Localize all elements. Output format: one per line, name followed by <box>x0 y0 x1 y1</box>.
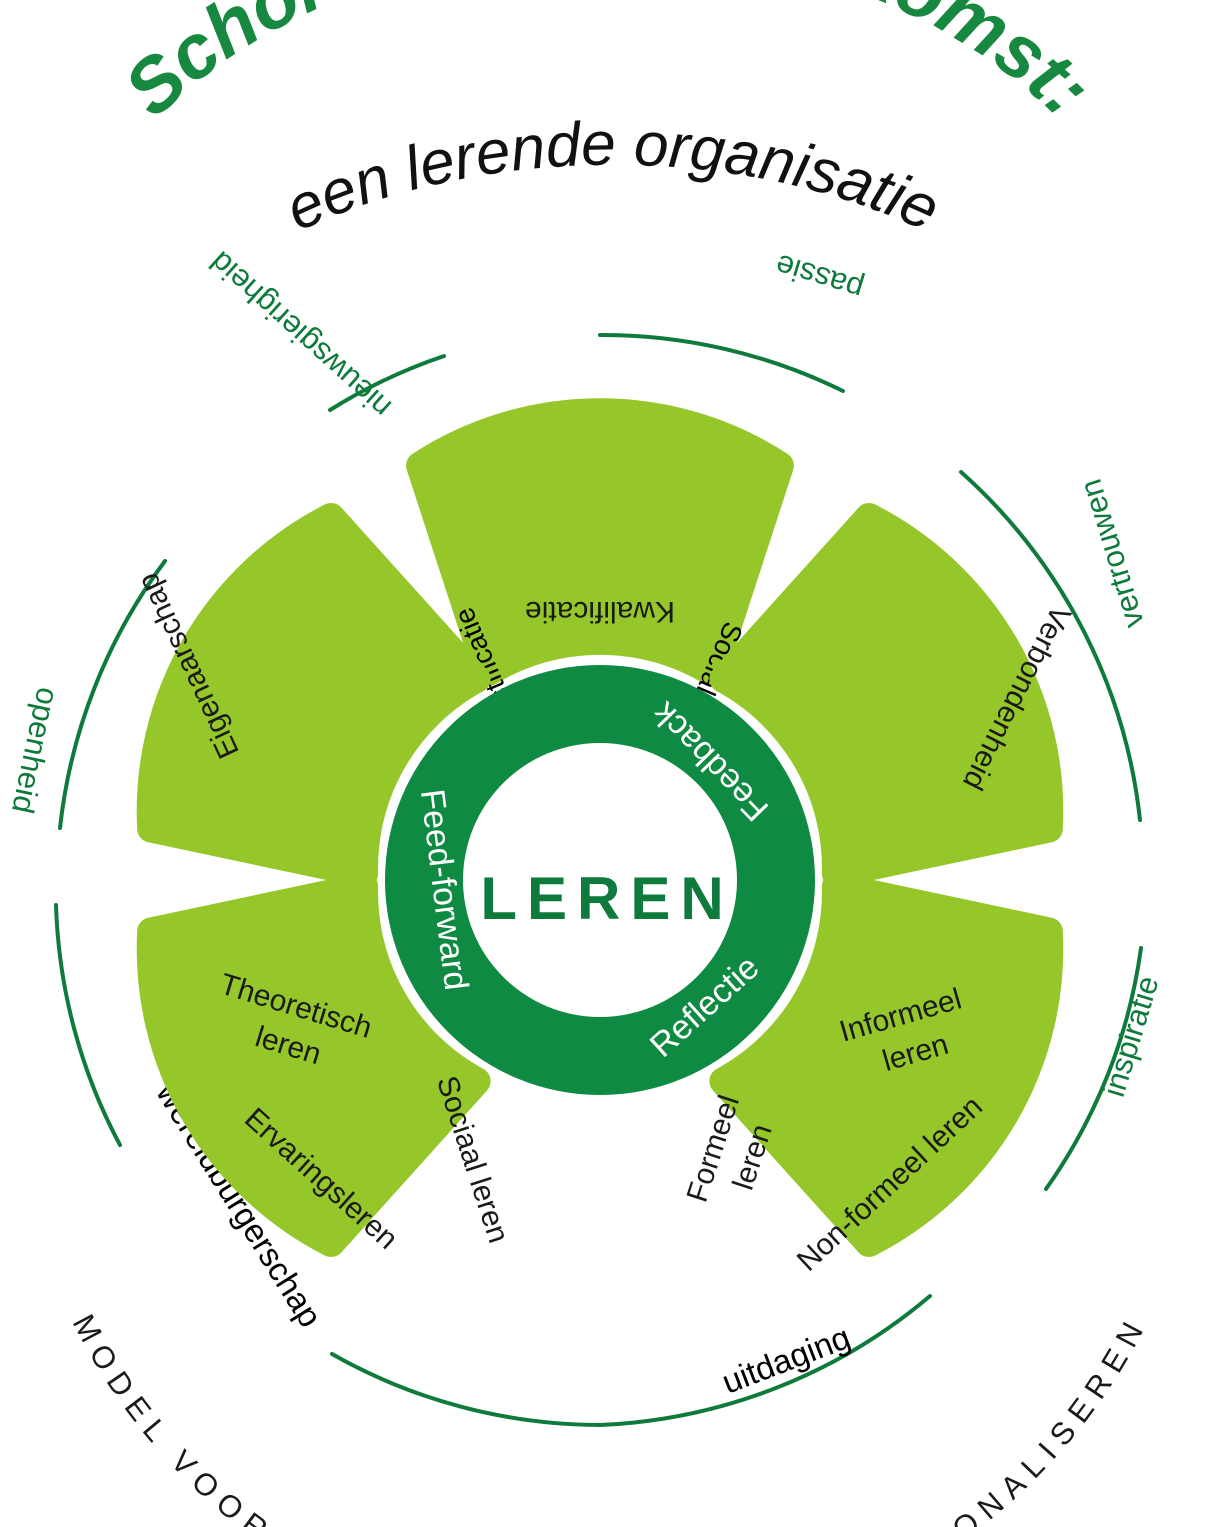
petal-label-formeel-line1: Formeel <box>681 1091 746 1206</box>
outer-label-vertrouwen: vertrouwen <box>1073 475 1151 632</box>
outer-label-uitdaging: uitdaging <box>717 1318 855 1401</box>
outer-ring-arcs <box>54 332 1143 1427</box>
outer-label-nieuwsgierigheid: nieuwsgierigheid <box>203 244 398 425</box>
petal-left-shape[interactable] <box>105 490 510 932</box>
petal-bottom-left[interactable]: Theoretisch leren Ervaringsleren Sociaal… <box>105 828 515 1270</box>
petal-bottom-left-shape[interactable] <box>105 828 510 1270</box>
center-leren-label: LEREN <box>480 865 733 932</box>
page-subtitle-text: een lerende organisatie <box>276 110 950 245</box>
center-donut[interactable]: Feedback Reflectie Feed-forward LEREN <box>385 665 815 1095</box>
petal-label-kwalificatie: Kwalificatie <box>525 595 675 628</box>
outer-arc-bottom-left <box>330 1352 602 1427</box>
outer-label-openheid: openheid <box>5 684 66 816</box>
outer-arc-left-upper <box>58 559 167 830</box>
center-core-circle <box>463 743 737 1017</box>
outer-label-inspiratie: inspiratie <box>1096 972 1166 1101</box>
petal-top-shape[interactable] <box>406 398 794 687</box>
bottom-caption-text: MODEL VOOR SAMEN OPLEIDEN EN PROFESSIONA… <box>66 1309 1145 1527</box>
petal-bottom-right-shape[interactable] <box>690 828 1095 1270</box>
outer-label-nieuwsgierigheid-text: nieuwsgierigheid <box>203 244 398 425</box>
outer-arc-right-lower <box>1044 946 1143 1191</box>
outer-label-vertrouwen-text: vertrouwen <box>1073 475 1151 632</box>
outer-arc-bottom-right <box>598 1294 932 1427</box>
petal-right[interactable]: Verbondenheid <box>690 490 1095 932</box>
outer-arc-top-left <box>328 354 446 412</box>
petal-bottom-right[interactable]: Informeel leren Formeel leren Non-formee… <box>681 828 1095 1278</box>
outer-arc-left-lower <box>54 903 122 1147</box>
petal-label-kwalificatie-text: Kwalificatie <box>525 595 675 628</box>
title-group: Scholen voor de Toekomst: een lerende or… <box>108 0 1108 244</box>
outer-label-openheid-text: openheid <box>5 684 66 816</box>
page-subtitle: een lerende organisatie <box>276 110 950 245</box>
outer-label-uitdaging-text: uitdaging <box>717 1318 855 1401</box>
outer-arc-right-upper <box>959 470 1142 822</box>
outer-label-inspiratie-text: inspiratie <box>1096 972 1166 1101</box>
outer-label-passie: passie <box>771 247 867 307</box>
outer-arc-top-right <box>598 332 845 393</box>
bottom-caption: MODEL VOOR SAMEN OPLEIDEN EN PROFESSIONA… <box>66 1309 1154 1527</box>
outer-label-passie-text: passie <box>771 247 867 307</box>
petal-right-shape[interactable] <box>690 490 1095 932</box>
